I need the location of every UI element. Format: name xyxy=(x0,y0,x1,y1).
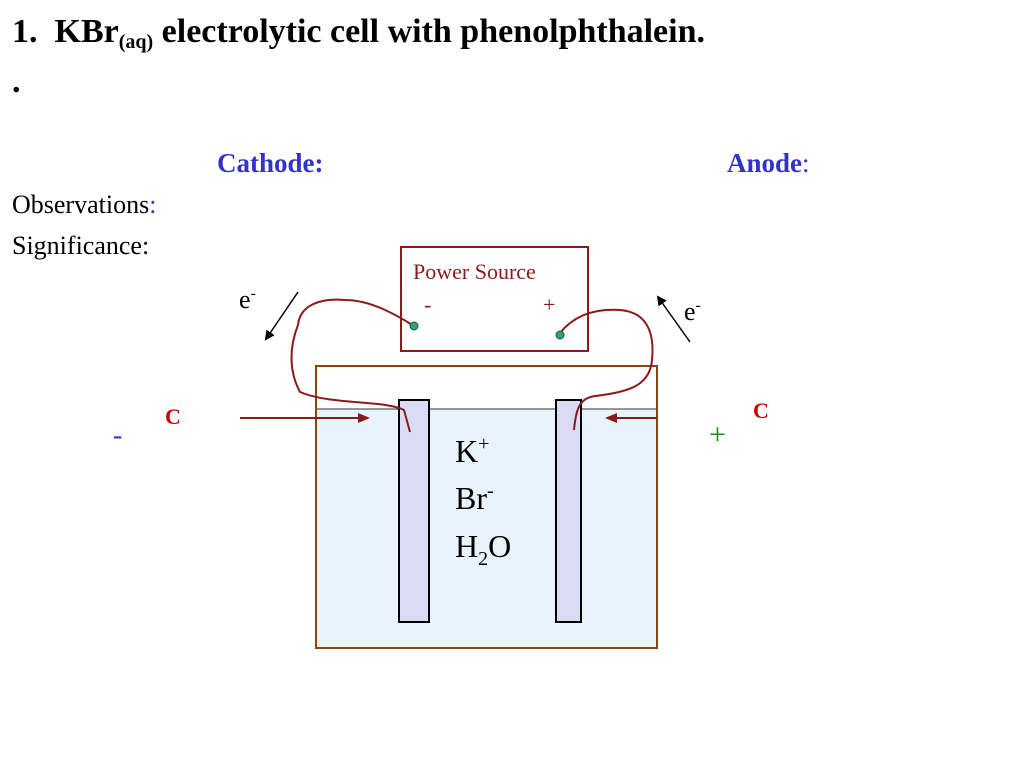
title-number: 1. xyxy=(12,13,38,50)
anode-polarity: + xyxy=(709,418,726,451)
electron-label-right: e- xyxy=(684,297,701,326)
solution xyxy=(317,409,656,647)
electron-arrow-left xyxy=(264,291,299,341)
negative-terminal xyxy=(409,321,419,331)
potassium-symbol: K xyxy=(455,433,478,469)
slide-title: 1. KBr(aq) electrolytic cell with phenol… xyxy=(12,10,705,54)
bromide-charge: - xyxy=(487,480,494,502)
anode-wire xyxy=(559,308,654,431)
electron-right-symbol: e xyxy=(684,297,696,326)
anode-header: Anode: xyxy=(727,146,810,180)
water-subscript: 2 xyxy=(478,548,488,570)
power-source-label: Power Source xyxy=(413,259,536,284)
electron-left-charge: - xyxy=(251,285,256,302)
cathode-wire xyxy=(290,298,415,433)
electron-right-charge: - xyxy=(696,297,701,314)
anode-electrode xyxy=(555,399,582,623)
bromide-symbol: Br xyxy=(455,480,487,516)
electron-left-symbol: e xyxy=(239,285,251,314)
positive-terminal xyxy=(555,330,565,340)
anode-label: Anode xyxy=(727,148,803,178)
title-rest: electrolytic cell with phenolphthalein. xyxy=(161,13,706,50)
water-h: H xyxy=(455,528,478,564)
cathode-carbon-label: C xyxy=(165,404,181,429)
observations-text: Observations xyxy=(12,190,150,219)
power-negative-sign: - xyxy=(424,292,431,317)
cathode-header: Cathode: xyxy=(217,148,324,178)
electron-arrow-right xyxy=(656,295,691,343)
anode-colon: : xyxy=(802,148,810,178)
cathode-polarity: - xyxy=(113,420,122,451)
title-state: (aq) xyxy=(118,31,154,53)
cathode-electrode xyxy=(398,399,430,623)
title-dot: . xyxy=(12,63,21,100)
anode-carbon-label: C xyxy=(753,398,769,423)
potassium-charge: + xyxy=(478,433,489,455)
electron-label-left: e- xyxy=(239,285,256,314)
observations-colon: : xyxy=(149,190,157,219)
significance-label: Significance: xyxy=(12,231,150,260)
bromide-ion: Br- xyxy=(455,480,494,516)
water-o: O xyxy=(488,528,511,564)
water-molecule: H2O xyxy=(455,528,511,570)
observations-label: Observations: xyxy=(12,189,156,221)
title-compound: KBr xyxy=(54,13,119,50)
power-positive-sign: + xyxy=(543,292,555,317)
potassium-ion: K+ xyxy=(455,433,489,469)
